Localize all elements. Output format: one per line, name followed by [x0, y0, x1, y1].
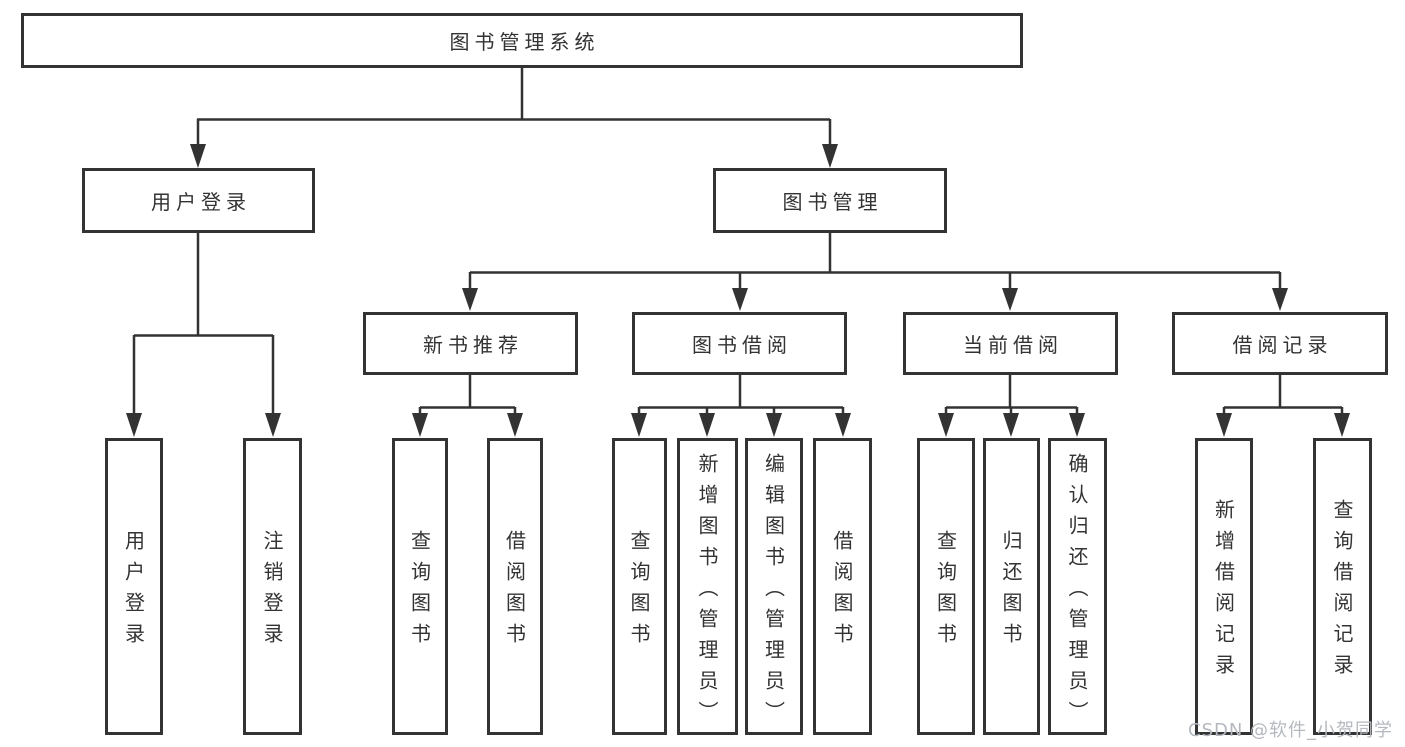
node-label: 当前借阅 — [963, 333, 1063, 357]
arrow-icon — [631, 413, 647, 437]
node-label: 图书管理系统 — [449, 30, 600, 54]
leaf-borrow-books-recommend: 借阅图书 — [487, 438, 543, 735]
leaf-user-login: 用户登录 — [105, 438, 163, 735]
arrow-icon — [507, 413, 523, 437]
node-label: 编辑图书（管理员） — [761, 452, 786, 732]
leaf-borrow-books: 借阅图书 — [813, 438, 872, 735]
leaf-confirm-return-admin: 确认归还（管理员） — [1048, 438, 1107, 735]
node-label: 新增图书（管理员） — [695, 452, 719, 732]
leaf-add-borrow-record: 新增借阅记录 — [1195, 438, 1253, 735]
leaf-logout: 注销登录 — [243, 438, 302, 735]
node-label: 借阅图书 — [502, 530, 527, 654]
node-book-management: 图书管理 — [713, 168, 947, 233]
node-label: 借阅图书 — [830, 530, 854, 654]
node-label: 图书借阅 — [692, 333, 792, 357]
node-label: 查询借阅记录 — [1330, 499, 1354, 685]
watermark: CSDN @软件_小贺同学 — [1188, 720, 1394, 741]
leaf-edit-book-admin: 编辑图书（管理员） — [745, 438, 803, 735]
arrow-icon — [1272, 288, 1288, 311]
node-current-borrow: 当前借阅 — [903, 312, 1118, 375]
node-new-book-recommend: 新书推荐 — [363, 312, 578, 375]
leaf-add-book-admin: 新增图书（管理员） — [677, 438, 738, 735]
node-label: 查询图书 — [627, 530, 651, 654]
arrow-icon — [732, 288, 748, 311]
arrow-icon — [462, 288, 478, 311]
leaf-query-books-recommend: 查询图书 — [392, 438, 448, 735]
leaf-query-borrow-record: 查询借阅记录 — [1313, 438, 1372, 735]
node-user-login: 用户登录 — [82, 168, 315, 233]
node-label: 查询图书 — [407, 530, 432, 654]
arrow-icon — [1069, 413, 1085, 437]
node-label: 归还图书 — [999, 530, 1023, 654]
arrow-icon — [835, 413, 851, 437]
arrow-icon — [938, 413, 954, 437]
leaf-return-book: 归还图书 — [983, 438, 1040, 735]
node-root: 图书管理系统 — [21, 13, 1023, 68]
arrow-icon — [265, 413, 281, 437]
leaf-query-books-current: 查询图书 — [917, 438, 975, 735]
node-label: 图书管理 — [782, 190, 883, 214]
leaf-query-books-borrow: 查询图书 — [612, 438, 667, 735]
arrow-icon — [412, 413, 428, 437]
arrow-icon — [126, 413, 142, 437]
arrow-icon — [766, 413, 782, 437]
node-label: 确认归还（管理员） — [1065, 452, 1089, 732]
node-label: 新增借阅记录 — [1211, 499, 1236, 685]
node-label: 借阅记录 — [1232, 333, 1333, 357]
node-borrow-records: 借阅记录 — [1172, 312, 1388, 375]
arrow-icon — [190, 144, 206, 168]
arrow-icon — [1334, 413, 1350, 437]
node-label: 用户登录 — [151, 190, 251, 214]
arrow-icon — [1216, 413, 1232, 437]
arrow-icon — [1003, 413, 1019, 437]
arrow-icon — [1002, 288, 1018, 311]
arrow-icon — [822, 144, 838, 168]
arrow-icon — [699, 413, 715, 437]
node-book-borrow: 图书借阅 — [632, 312, 847, 375]
node-label: 查询图书 — [933, 530, 958, 654]
node-label: 注销登录 — [260, 530, 284, 654]
node-label: 用户登录 — [121, 530, 146, 654]
node-label: 新书推荐 — [423, 333, 523, 357]
